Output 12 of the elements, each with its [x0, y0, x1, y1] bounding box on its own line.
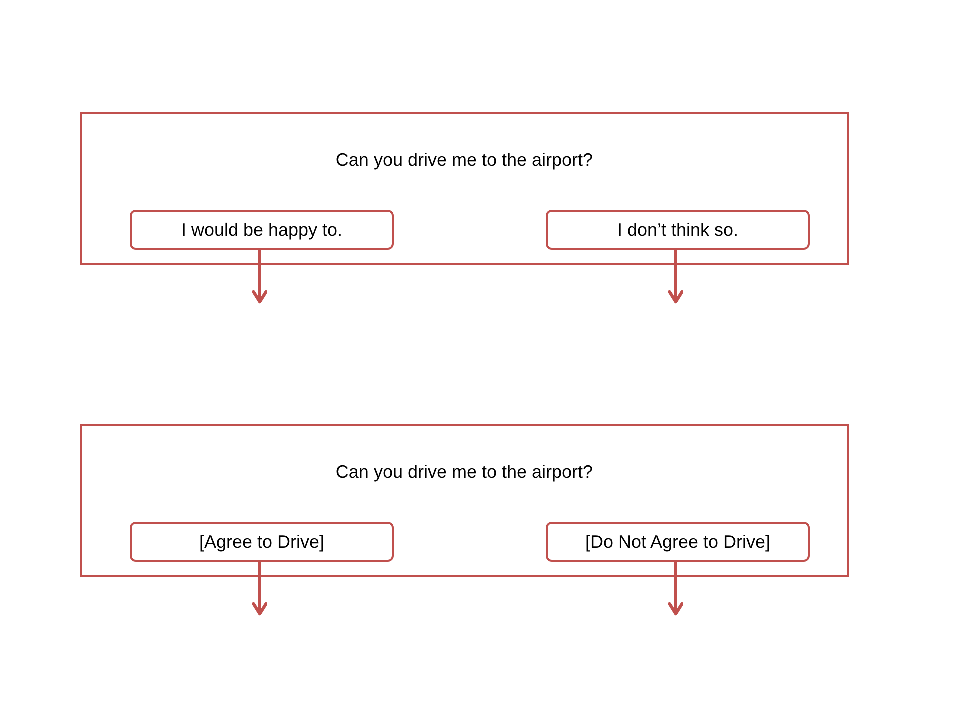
response-box: I don’t think so. [546, 210, 810, 250]
arrow [668, 560, 684, 616]
arrow [252, 560, 268, 616]
response-box: I would be happy to. [130, 210, 394, 250]
question-text: Can you drive me to the airport? [334, 462, 594, 483]
question-panel [80, 424, 849, 577]
question-text: Can you drive me to the airport? [334, 150, 594, 171]
question-panel [80, 112, 849, 265]
arrow [668, 248, 684, 304]
response-box: [Do Not Agree to Drive] [546, 522, 810, 562]
response-box: [Agree to Drive] [130, 522, 394, 562]
arrow [252, 248, 268, 304]
